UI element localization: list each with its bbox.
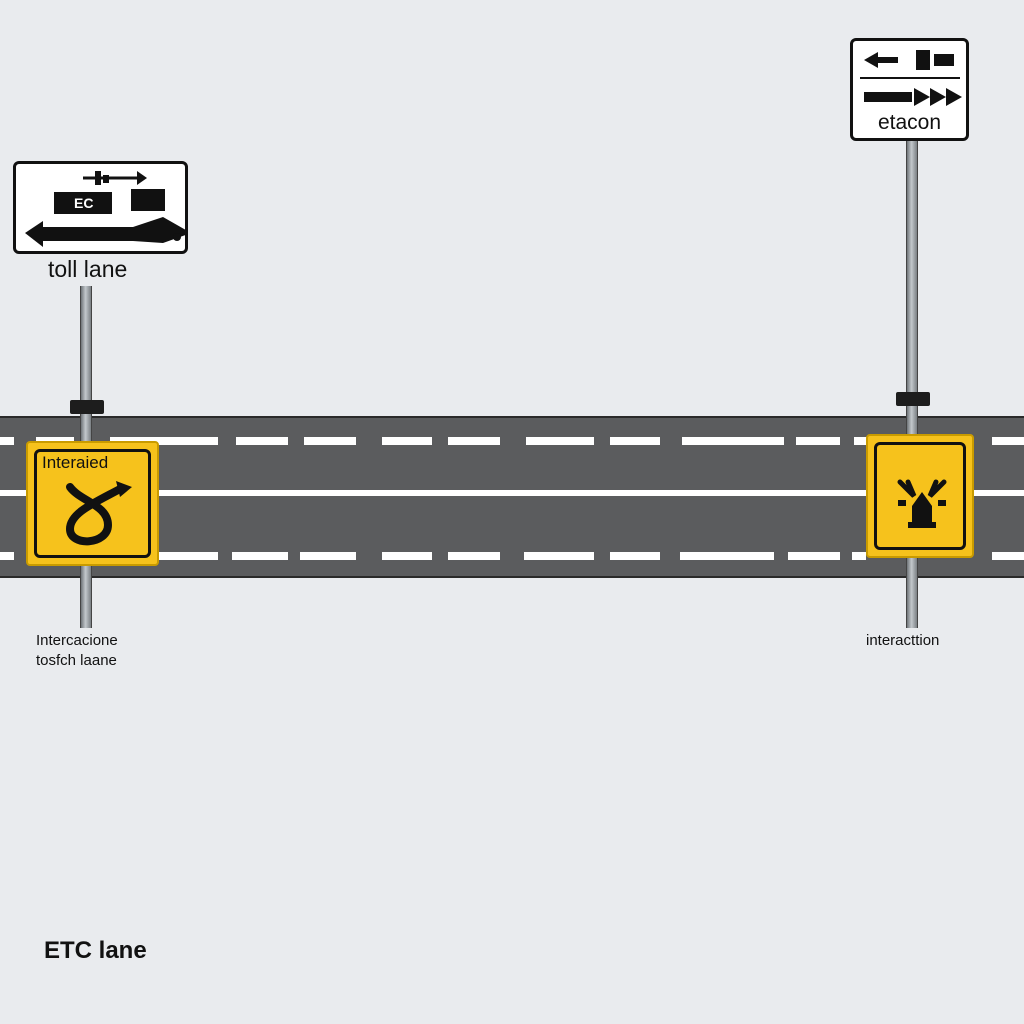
lane-dash [524,552,594,560]
lane-dash [304,437,356,445]
lane-dash [300,552,356,560]
etacon-text: etacon [877,111,942,134]
ec-box: EC [54,192,112,214]
lane-dash [448,437,500,445]
lane-dash [610,552,660,560]
left-pole-clamp [70,400,104,414]
merge-sign [866,434,974,558]
lane-dash [0,552,14,560]
lane-dash [382,437,432,445]
etc-lane-label: ETC lane [44,937,147,964]
lane-dash [852,552,866,560]
lane-dash [788,552,840,560]
interaied-sign: Interaied [26,441,159,566]
lane-dash [110,437,218,445]
merge-icon [897,479,947,528]
lane-dash [992,552,1024,560]
arrow-left-icon [860,50,960,79]
left-caption-line1: Intercacione [36,632,118,649]
lane-dash [682,437,784,445]
arrow-left-icon [25,217,188,247]
lane-dash [680,552,774,560]
lane-dash [526,437,594,445]
left-caption-line2: tosfch laane [36,652,117,669]
lane-dash [0,437,14,445]
loop-arrow-icon [65,481,132,546]
interaied-text: Interaied [42,453,109,472]
merge-sign-border [874,442,966,550]
arrow-right-icon [83,171,165,211]
toll-lane-sign: EC [13,161,188,254]
lane-dash [382,552,432,560]
etacon-sign: etacon [850,38,969,141]
arrow-double-right-icon [864,88,962,106]
lane-dash [232,552,288,560]
lane-dash [992,437,1024,445]
lane-dash [448,552,500,560]
right-caption: interacttion [866,632,940,649]
right-pole-clamp [896,392,930,406]
lane-dash [236,437,288,445]
road [0,416,1024,578]
interaied-sign-border [34,449,151,558]
lane-dash [610,437,660,445]
center-line [0,490,1024,496]
lane-markings [0,437,1024,560]
lane-dash [796,437,840,445]
lane-dash [110,552,218,560]
toll-lane-caption: toll lane [48,256,128,282]
lane-dash [854,437,870,445]
